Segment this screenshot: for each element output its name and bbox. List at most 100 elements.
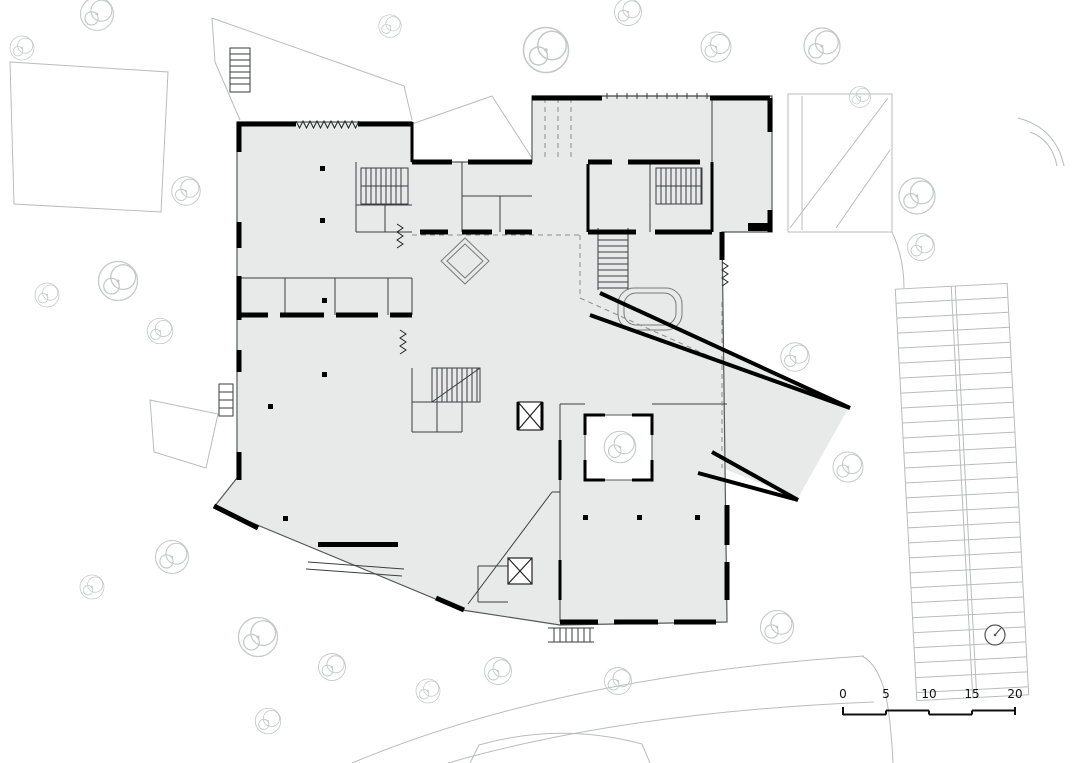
stair-treads — [431, 367, 481, 403]
floor-features — [440, 237, 683, 331]
exterior-stair — [229, 47, 251, 93]
column — [283, 516, 288, 521]
parking-lot — [894, 282, 1030, 702]
ramp-wall — [711, 450, 799, 502]
elevator-shafts — [507, 401, 544, 585]
interior-partitions — [218, 47, 729, 643]
mullion-ticks — [606, 93, 708, 99]
tree-icon — [522, 26, 570, 74]
site-boundary-line — [211, 17, 413, 121]
courtyard-void — [584, 414, 653, 481]
scale-label: 10 — [921, 687, 936, 701]
parking-stall-lines — [896, 296, 1029, 694]
scale-label: 5 — [882, 687, 890, 701]
wall-segment — [435, 595, 465, 613]
overhead-dashed-lines — [412, 98, 723, 468]
site-diagonal-path — [411, 95, 533, 159]
tree-icon — [484, 657, 512, 685]
wall-segment — [212, 503, 260, 531]
tree-icon — [700, 31, 732, 63]
stair-core-walls — [355, 162, 412, 233]
courtyard — [583, 413, 654, 482]
column — [322, 372, 327, 377]
tree-icon — [79, 574, 105, 600]
room-partitions — [477, 565, 508, 603]
adjacent-parcel — [9, 61, 169, 213]
tree-icon — [604, 667, 632, 695]
tree-icon — [97, 260, 139, 302]
column — [268, 404, 273, 409]
road-corner-northeast — [1029, 131, 1058, 167]
column — [583, 515, 588, 520]
adjacent-parcel — [149, 399, 219, 469]
road-island — [469, 732, 651, 763]
exterior-ramp-treads — [219, 391, 233, 409]
elevator-x — [507, 557, 533, 585]
room-partitions — [649, 96, 713, 232]
tree-icon — [34, 282, 60, 308]
compass-hand — [994, 627, 1002, 636]
tree-icon — [759, 609, 795, 645]
tree-icon — [237, 616, 279, 658]
shaft-wall — [516, 402, 544, 430]
ramp-wall — [589, 313, 851, 410]
ramp-wall — [697, 471, 799, 502]
column — [320, 218, 325, 223]
courtyard-corner-walls — [583, 413, 654, 482]
tree-icon — [849, 86, 871, 108]
elevator-x — [517, 401, 543, 431]
column — [695, 515, 700, 520]
ramp-wall — [599, 291, 851, 410]
folding-partition-zigzag — [295, 119, 360, 130]
scale-bar: 0 5 10 15 20 — [839, 687, 1023, 716]
tree-icon — [318, 653, 346, 681]
void-above-dashed — [412, 234, 719, 361]
column — [320, 166, 325, 171]
road-curve-south — [351, 655, 865, 763]
tree-icon — [254, 707, 282, 735]
stair-treads — [361, 168, 408, 204]
site-context — [9, 17, 1065, 763]
entrance-canopy-lines — [305, 561, 405, 577]
tree-icon — [803, 27, 841, 65]
pool-outline — [623, 292, 677, 326]
compass-center-dot — [993, 633, 997, 637]
tree-icon — [907, 233, 935, 261]
floor-diamond — [440, 237, 490, 285]
tree-icon — [154, 539, 190, 575]
stair-treads — [656, 168, 702, 204]
exterior-stair-treads — [230, 53, 250, 85]
scale-bar-line — [842, 707, 1016, 716]
east-canopy-bracing — [789, 96, 891, 230]
scale-label: 15 — [964, 687, 979, 701]
pool-outline — [617, 287, 683, 331]
expansion-joint-zigzag — [396, 223, 404, 249]
tree-icon — [378, 14, 402, 38]
road-edge — [861, 655, 894, 763]
expansion-joint-zigzag — [399, 329, 407, 355]
east-canopy-outline — [787, 93, 893, 233]
columns — [268, 166, 700, 521]
expansion-joint-zigzag — [721, 261, 729, 287]
walls — [212, 95, 773, 625]
room-partitions — [461, 162, 532, 232]
ramp-deck — [722, 350, 849, 498]
tree-icon — [898, 177, 936, 215]
road-corner-northeast — [1017, 117, 1065, 167]
tree-icon — [780, 342, 810, 372]
site-boundary-line — [211, 17, 241, 121]
road-edge — [891, 231, 905, 289]
tree-icon — [614, 0, 642, 26]
building-footprint — [214, 96, 772, 625]
column — [322, 298, 327, 303]
tree-icon — [415, 678, 441, 704]
tree-icon — [79, 0, 115, 32]
wall-segment — [586, 162, 714, 232]
tree-icon — [9, 35, 35, 61]
tree-icon — [171, 176, 201, 206]
north-indicator — [984, 624, 1006, 646]
ramps — [589, 291, 851, 502]
entrance-canopy-bar — [318, 542, 398, 547]
